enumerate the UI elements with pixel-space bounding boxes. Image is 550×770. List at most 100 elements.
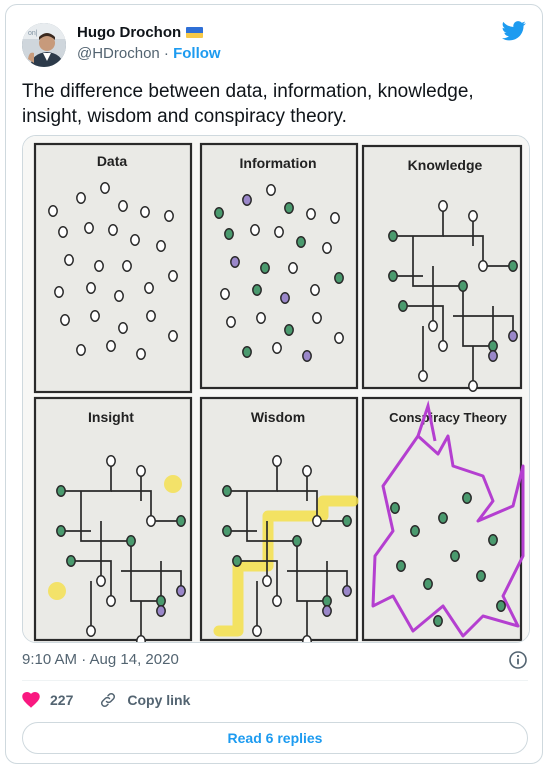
data-dot xyxy=(140,206,150,218)
network-node xyxy=(56,485,66,497)
divider xyxy=(22,680,528,681)
heart-icon xyxy=(22,692,40,708)
information-dot xyxy=(214,207,224,219)
data-dot xyxy=(114,290,124,302)
network-line xyxy=(453,315,514,336)
panel-title-data: Data xyxy=(97,153,128,169)
tweet-image[interactable]: Data Information Knowledge Insight Wisdo… xyxy=(22,135,530,643)
network-line xyxy=(287,570,348,591)
network-node xyxy=(478,260,488,272)
network-node xyxy=(508,260,518,272)
avatar[interactable]: on| xyxy=(22,23,66,67)
tweet-timestamp[interactable]: 9:10 AM · Aug 14, 2020 xyxy=(22,651,179,668)
insight-highlight xyxy=(48,582,66,600)
information-dot xyxy=(266,184,276,196)
network-node xyxy=(106,595,116,607)
data-dot xyxy=(136,348,146,360)
author-name-row: Hugo Drochon xyxy=(77,24,204,41)
network-node xyxy=(136,465,146,477)
network-node xyxy=(222,485,232,497)
network-node xyxy=(176,585,186,597)
data-dot xyxy=(76,344,86,356)
information-dot xyxy=(334,332,344,344)
network-node xyxy=(232,555,242,567)
network-line xyxy=(246,491,297,542)
data-dots xyxy=(48,182,178,360)
avatar-text: on| xyxy=(28,30,38,37)
insight-highlight xyxy=(164,475,182,493)
network-node xyxy=(66,555,76,567)
network-line xyxy=(71,560,112,601)
information-dot xyxy=(322,242,332,254)
network-node xyxy=(458,280,468,292)
network-node xyxy=(56,525,66,537)
network-line xyxy=(111,490,152,521)
information-dot xyxy=(230,256,240,268)
conspiracy-node xyxy=(438,512,448,524)
read-replies-button[interactable]: Read 6 replies xyxy=(22,722,528,754)
network-node xyxy=(322,605,332,617)
data-dot xyxy=(86,282,96,294)
information-dot xyxy=(224,228,234,240)
network-node xyxy=(252,625,262,637)
network-line xyxy=(237,560,278,601)
network-line xyxy=(412,236,463,287)
network-node xyxy=(342,515,352,527)
data-dot xyxy=(168,270,178,282)
network-node xyxy=(468,210,478,222)
twitter-bird-icon[interactable] xyxy=(502,21,526,41)
conspiracy-node xyxy=(488,534,498,546)
like-count: 227 xyxy=(50,692,74,708)
network-line xyxy=(130,541,161,602)
data-dot xyxy=(64,254,74,266)
information-dot xyxy=(272,342,282,354)
conspiracy-node xyxy=(433,615,443,627)
network-node xyxy=(86,625,96,637)
information-dot xyxy=(306,208,316,220)
tweet-text: The difference between data, information… xyxy=(22,81,474,127)
panel-title-information: Information xyxy=(240,155,317,171)
network-node xyxy=(418,370,428,382)
network-node xyxy=(388,230,398,242)
information-dot xyxy=(252,284,262,296)
information-dot xyxy=(242,194,252,206)
information-dot xyxy=(334,272,344,284)
information-dot xyxy=(242,346,252,358)
action-bar: 227 Copy link xyxy=(22,691,190,709)
network-node xyxy=(136,635,146,642)
data-dot xyxy=(164,210,174,222)
data-dot xyxy=(94,260,104,272)
network-node xyxy=(468,380,478,392)
follow-button[interactable]: Follow xyxy=(173,45,221,62)
information-dot xyxy=(284,324,294,336)
network-node xyxy=(222,525,232,537)
like-button[interactable]: 227 xyxy=(22,692,73,708)
network-line xyxy=(121,570,182,591)
conspiracy-node xyxy=(496,600,506,612)
author-name[interactable]: Hugo Drochon xyxy=(77,24,182,41)
copy-link-button[interactable]: Copy link xyxy=(99,691,190,709)
info-icon[interactable] xyxy=(508,650,528,670)
information-dot xyxy=(220,288,230,300)
network-node xyxy=(262,575,272,587)
network-node xyxy=(106,455,116,467)
author-handle-row: @HDrochon · Follow xyxy=(77,45,221,62)
network-node xyxy=(302,465,312,477)
panel-title-wisdom: Wisdom xyxy=(251,409,305,425)
data-dot xyxy=(122,260,132,272)
panel-title-knowledge: Knowledge xyxy=(408,157,483,173)
panel-data xyxy=(33,142,193,394)
author-handle[interactable]: @HDrochon xyxy=(77,45,160,62)
data-dot xyxy=(118,322,128,334)
information-dot xyxy=(288,262,298,274)
panel-title-insight: Insight xyxy=(88,409,134,425)
tweet-card: on| Hugo Drochon @HDrochon · Follow The … xyxy=(5,4,543,764)
information-dot xyxy=(260,262,270,274)
network-node xyxy=(342,585,352,597)
network-line xyxy=(80,491,131,542)
conspiracy-node xyxy=(396,560,406,572)
network-node xyxy=(126,535,136,547)
information-dot xyxy=(280,292,290,304)
panel-title-conspiracy: Conspiracy Theory xyxy=(389,410,508,425)
conspiracy-node xyxy=(476,570,486,582)
